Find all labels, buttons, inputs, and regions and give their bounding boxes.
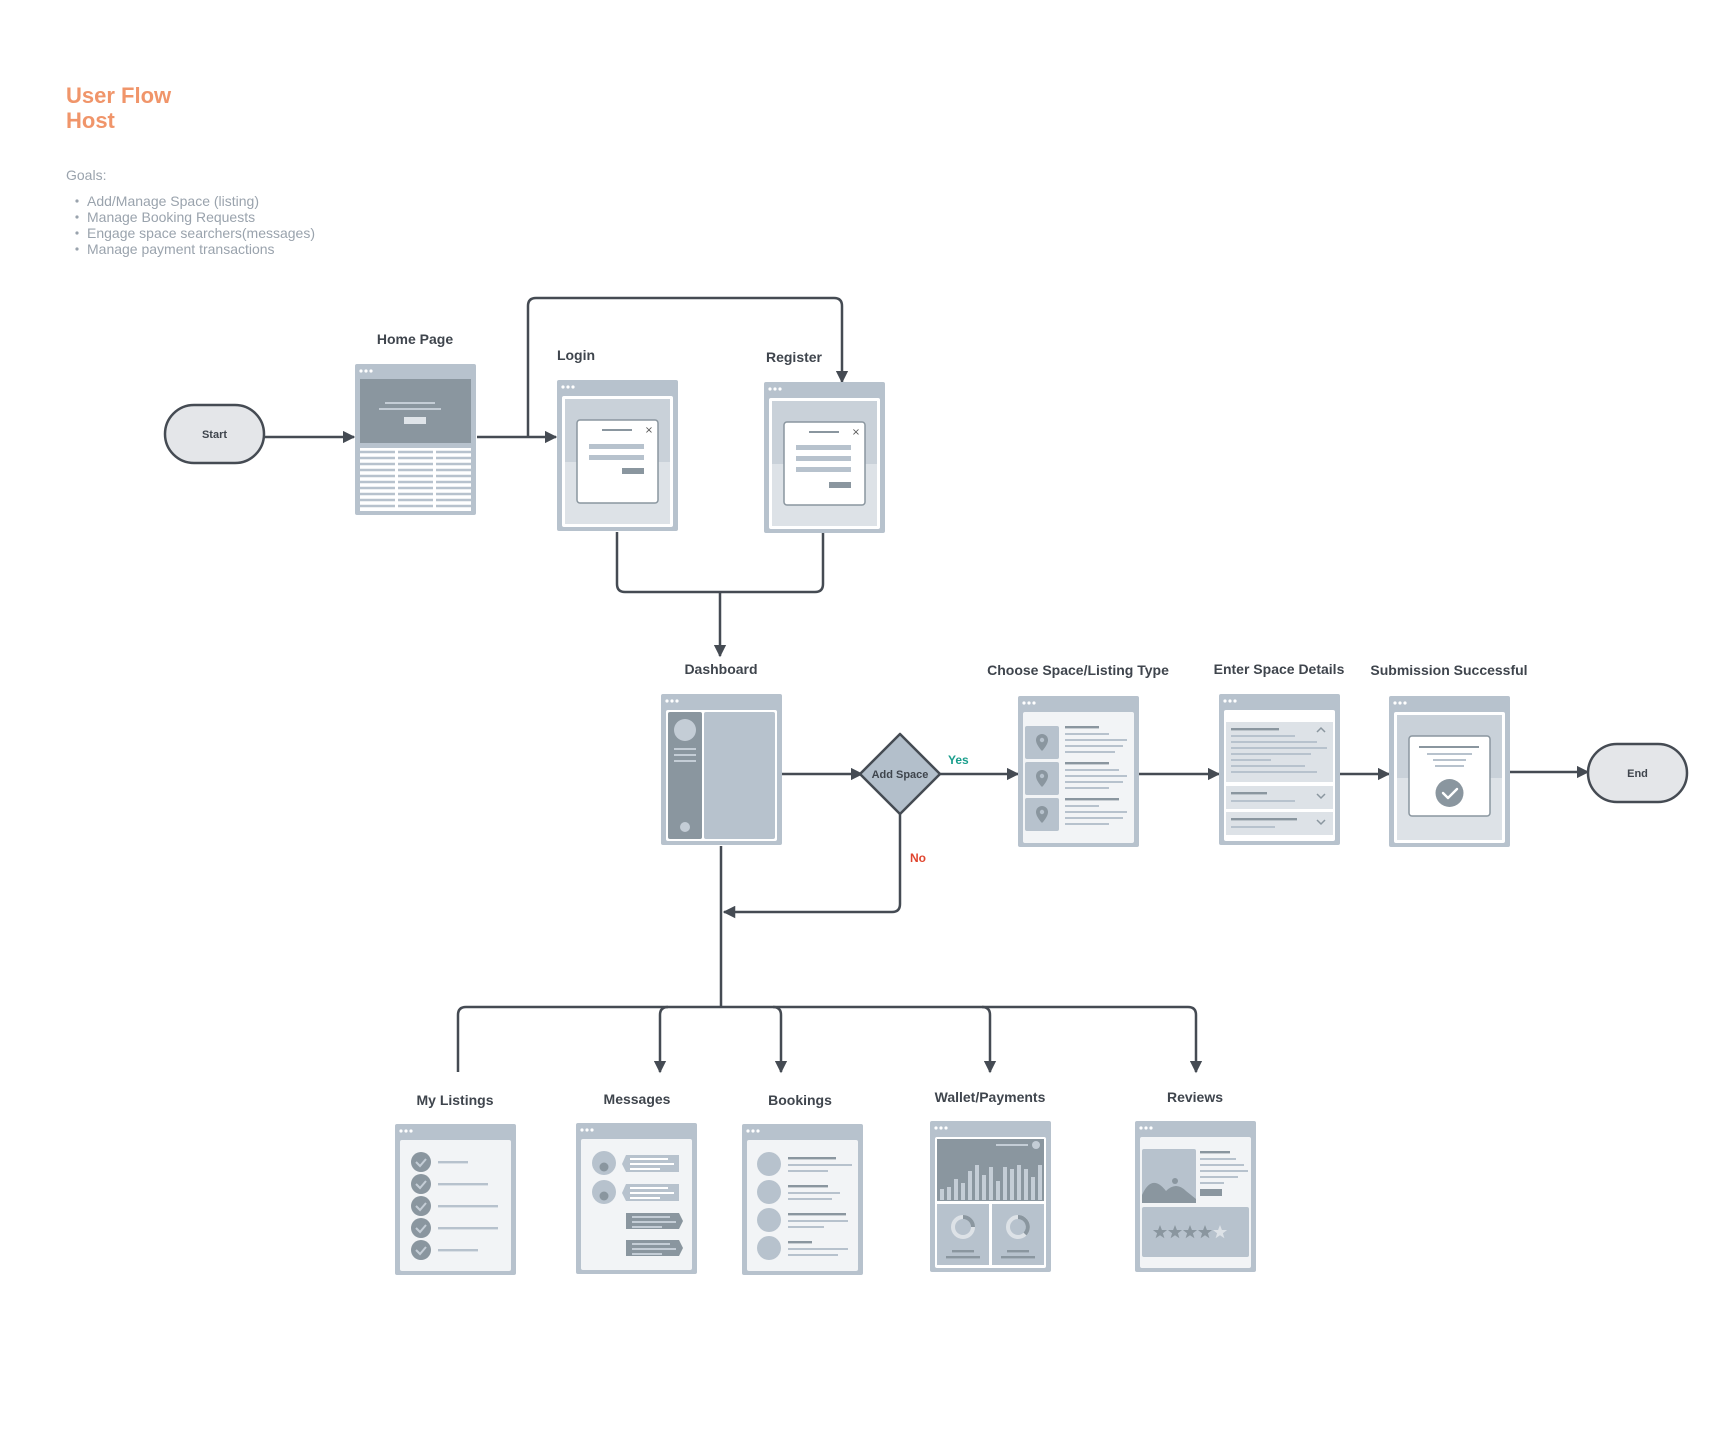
start-terminal: Start [165, 405, 264, 463]
choose-type-label: Choose Space/Listing Type [987, 662, 1169, 678]
decision-label: Add Space [872, 769, 929, 781]
check-icon [411, 1152, 431, 1172]
goals-label: Goals: [66, 167, 106, 183]
choose-type-wireframe [1018, 696, 1139, 847]
close-icon: × [645, 425, 653, 436]
connector-to-messages [660, 1007, 668, 1072]
login-wireframe: × [557, 380, 678, 531]
my-listings-label: My Listings [416, 1092, 493, 1108]
messages-label: Messages [604, 1091, 671, 1107]
goals-list: Add/Manage Space (listing) Manage Bookin… [75, 193, 315, 257]
start-label: Start [202, 429, 227, 441]
location-pin-icon [1025, 726, 1059, 759]
enter-details-label: Enter Space Details [1214, 661, 1345, 677]
bullet-icon [75, 247, 78, 250]
end-terminal: End [1588, 744, 1687, 802]
diagram-title: User Flow [66, 83, 172, 108]
reviews-label: Reviews [1167, 1089, 1223, 1105]
wallet-wireframe [930, 1121, 1051, 1272]
avatar-icon [592, 1180, 616, 1204]
avatar-icon [757, 1152, 781, 1176]
dashboard-label: Dashboard [684, 661, 757, 677]
check-icon [411, 1218, 431, 1238]
connector-to-bookings [773, 1007, 781, 1072]
goal-item: Add/Manage Space (listing) [87, 193, 259, 209]
check-icon [1436, 779, 1464, 807]
bookings-label: Bookings [768, 1092, 832, 1108]
avatar-icon [757, 1208, 781, 1232]
login-label: Login [557, 347, 595, 363]
bullet-icon [75, 215, 78, 218]
diagram-subtitle: Host [66, 108, 116, 133]
dashboard-wireframe [661, 694, 782, 845]
submission-label: Submission Successful [1370, 662, 1527, 678]
close-icon: × [852, 427, 860, 438]
enter-details-wireframe [1219, 694, 1340, 845]
my-listings-wireframe [395, 1124, 516, 1275]
check-icon [411, 1174, 431, 1194]
no-label: No [910, 851, 926, 865]
yes-label: Yes [948, 753, 969, 767]
home-page-wireframe [355, 364, 476, 515]
bullet-icon [75, 199, 78, 202]
register-wireframe: × [764, 382, 885, 533]
avatar-icon [757, 1236, 781, 1260]
goal-item: Engage space searchers(messages) [87, 225, 315, 241]
check-icon [411, 1196, 431, 1216]
bookings-wireframe [742, 1124, 863, 1275]
submission-wireframe [1389, 696, 1510, 847]
wallet-label: Wallet/Payments [935, 1089, 1046, 1105]
image-placeholder-icon [1142, 1149, 1196, 1203]
add-space-decision: Add Space [860, 734, 940, 814]
end-label: End [1627, 768, 1648, 780]
check-icon [411, 1240, 431, 1260]
connector-branch-bus [458, 1007, 1196, 1072]
messages-wireframe [576, 1123, 697, 1274]
avatar-icon [757, 1180, 781, 1204]
goal-item: Manage Booking Requests [87, 209, 255, 225]
goal-item: Manage payment transactions [87, 241, 275, 257]
connector-login-register-merge [617, 532, 823, 592]
connector-to-wallet [982, 1007, 990, 1072]
location-pin-icon [1025, 762, 1059, 795]
register-label: Register [766, 349, 823, 365]
location-pin-icon [1025, 798, 1059, 831]
avatar-icon [592, 1151, 616, 1175]
home-page-label: Home Page [377, 331, 453, 347]
bullet-icon [75, 231, 78, 234]
reviews-wireframe [1135, 1121, 1256, 1272]
